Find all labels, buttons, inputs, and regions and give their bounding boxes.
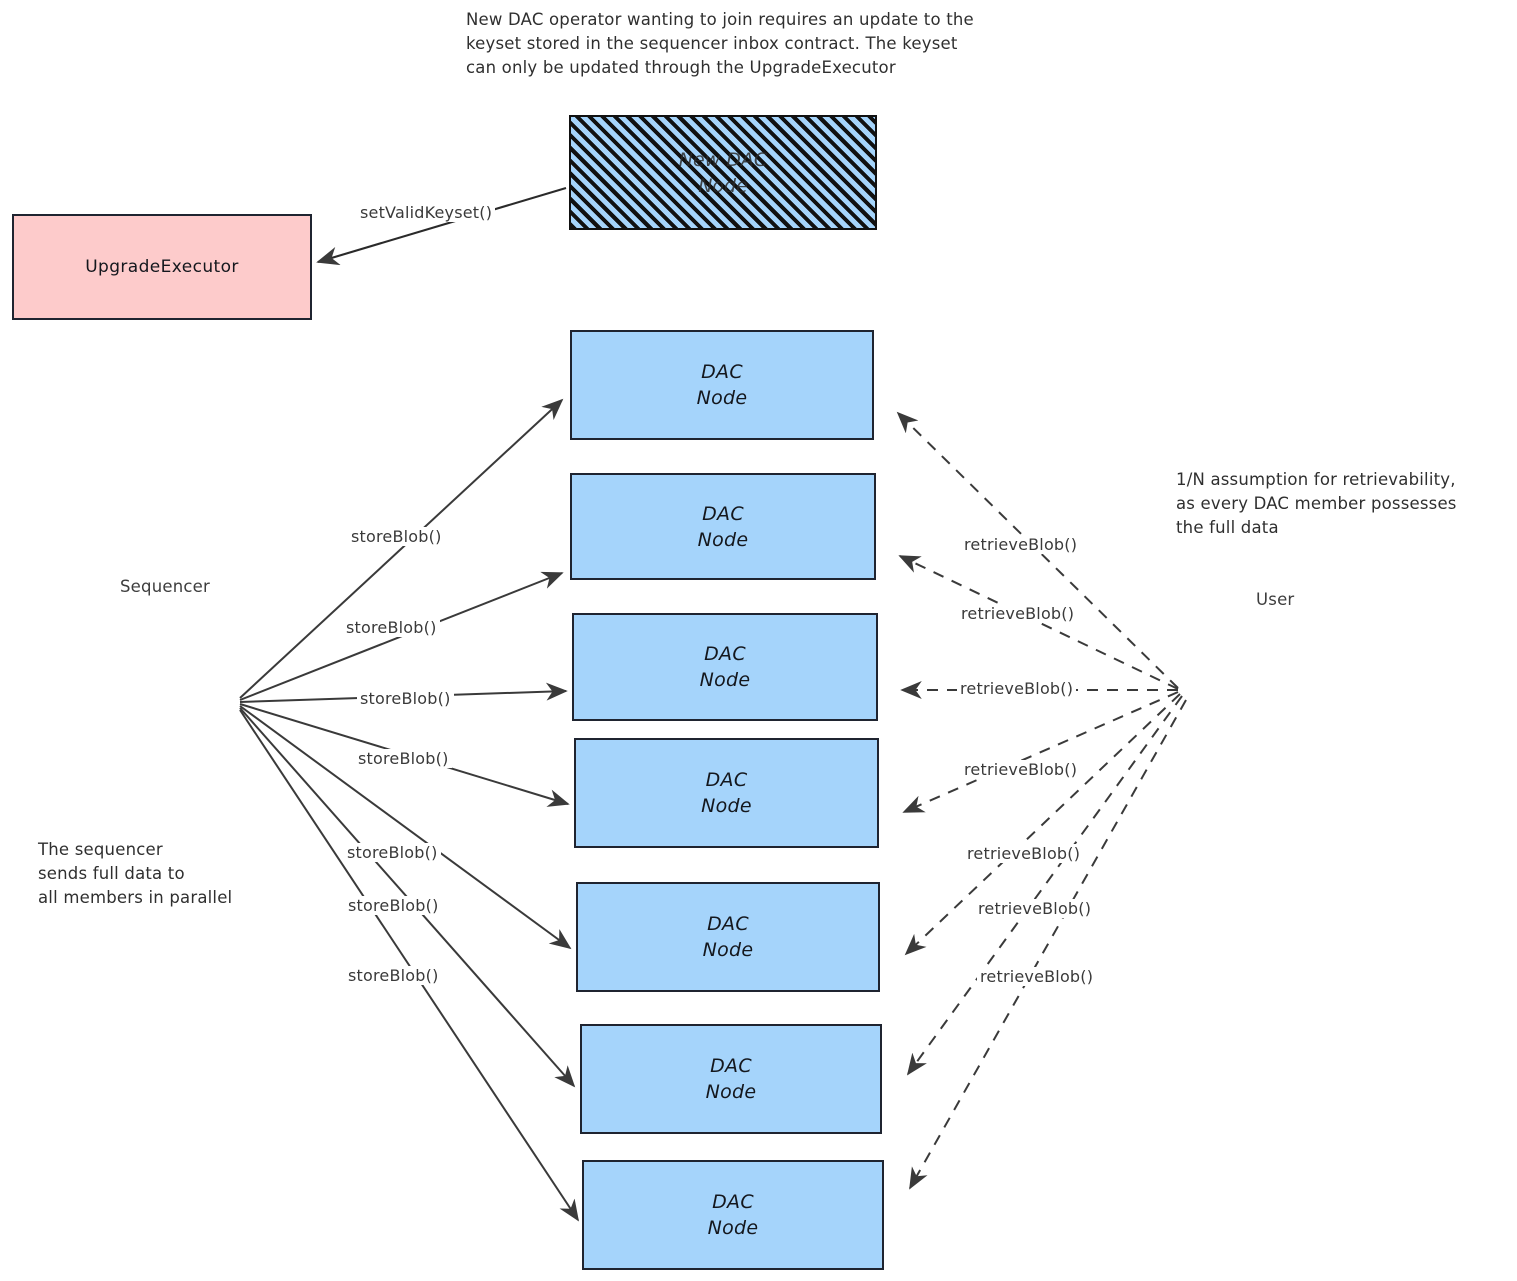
- edge-label-store-blob-3: storeBlob(): [357, 689, 454, 708]
- edge-label-store-blob-2: storeBlob(): [343, 618, 440, 637]
- sequencer-icon: [156, 623, 212, 652]
- edge-label-set-valid-keyset: setValidKeyset(): [357, 203, 496, 222]
- dac-node-box-2[interactable]: DAC Node: [570, 473, 876, 580]
- new-dac-node-label: New DAC Node: [678, 148, 768, 197]
- dac-node-label-6: DAC Node: [705, 1055, 757, 1103]
- edge-label-retrieve-blob-5: retrieveBlob(): [964, 844, 1084, 863]
- annotation-bottom-left-note: The sequencer sends full data to all mem…: [38, 840, 233, 907]
- dac-node-label-5: DAC Node: [702, 913, 754, 961]
- edge-group-store-blob: [239, 398, 579, 1222]
- dac-node-label-2: DAC Node: [697, 502, 749, 551]
- edge-label-retrieve-blob-2: retrieveBlob(): [958, 604, 1078, 623]
- edge-label-store-blob-5: storeBlob(): [344, 843, 441, 862]
- dac-node-box-3[interactable]: DAC Node: [572, 613, 878, 721]
- edge-label-retrieve-blob-7: retrieveBlob(): [977, 967, 1097, 986]
- upgrade-executor-label: UpgradeExecutor: [85, 257, 239, 277]
- edge-label-store-blob-1: storeBlob(): [348, 527, 445, 546]
- sequencer-label: Sequencer: [120, 577, 210, 596]
- dac-node-box-1[interactable]: DAC Node: [570, 330, 874, 440]
- edge-set-valid-keyset: [316, 186, 567, 266]
- edge-label-store-blob-7: storeBlob(): [345, 966, 442, 985]
- edge-label-retrieve-blob-6: retrieveBlob(): [975, 899, 1095, 918]
- dac-node-box-4[interactable]: DAC Node: [574, 738, 879, 848]
- edge-group-retrieve-blob: [896, 411, 1187, 1190]
- dac-node-box-6[interactable]: DAC Node: [580, 1024, 882, 1134]
- dac-node-box-7[interactable]: DAC Node: [582, 1160, 884, 1270]
- upgrade-executor-box[interactable]: UpgradeExecutor: [12, 214, 312, 320]
- dac-node-box-5[interactable]: DAC Node: [576, 882, 880, 992]
- user-label: User: [1256, 590, 1295, 609]
- edge-label-store-blob-4: storeBlob(): [355, 749, 452, 768]
- annotation-right-note: 1/N assumption for retrievability, as ev…: [1176, 470, 1457, 537]
- dac-node-label-3: DAC Node: [699, 643, 751, 691]
- edge-label-store-blob-6: storeBlob(): [345, 896, 442, 915]
- edge-label-retrieve-blob-3: retrieveBlob(): [957, 679, 1077, 698]
- edge-label-retrieve-blob-1: retrieveBlob(): [961, 535, 1081, 554]
- edge-label-retrieve-blob-4: retrieveBlob(): [961, 760, 1081, 779]
- annotation-top-note: New DAC operator wanting to join require…: [466, 10, 974, 77]
- dac-node-label-4: DAC Node: [701, 769, 752, 817]
- dac-node-label-7: DAC Node: [707, 1191, 759, 1239]
- dac-node-label-1: DAC Node: [696, 361, 748, 409]
- new-dac-node-box[interactable]: New DAC Node: [569, 115, 877, 230]
